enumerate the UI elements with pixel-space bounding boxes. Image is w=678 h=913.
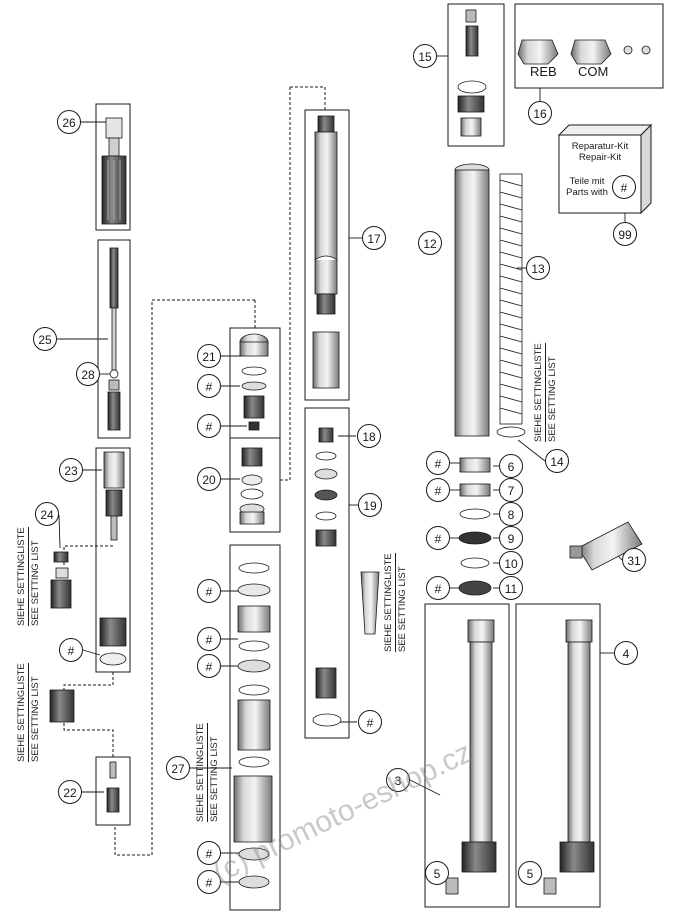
callout-28: 28 xyxy=(76,362,100,386)
part-seals-6-11 xyxy=(458,457,492,596)
frame-15 xyxy=(447,3,505,147)
part-4-inner-tube-right xyxy=(543,619,595,895)
variant-com-label: COM xyxy=(578,64,609,79)
callout-18: 18 xyxy=(357,424,381,448)
callout-3: 3 xyxy=(386,768,410,792)
part-23-24-assembly xyxy=(49,451,127,723)
part-27-piston-stack xyxy=(233,562,273,889)
callout-99: 99 xyxy=(613,222,637,246)
callout-16: 16 xyxy=(528,101,552,125)
callout-11: 11 xyxy=(499,576,523,600)
part-17-cartridge-tube xyxy=(312,115,340,389)
frame-18-19 xyxy=(304,407,350,739)
callout-22: 22 xyxy=(58,780,82,804)
setting-list-de: SIEHE SETTINGLISTE xyxy=(16,527,29,626)
repair-kit-parts-en: Parts with xyxy=(566,187,608,198)
part-22-valve xyxy=(106,761,120,813)
setting-list-note-22: SIEHE SETTINGLISTE SEE SETTING LIST xyxy=(16,663,41,762)
part-16-clickers xyxy=(517,39,651,65)
callout-13: 13 xyxy=(526,256,550,280)
callout-hash-7: # xyxy=(426,478,450,502)
frame-4 xyxy=(515,603,601,908)
part-18-19-stack xyxy=(312,427,380,727)
variant-reb-label: REB xyxy=(530,64,557,79)
callout-hash-9: # xyxy=(426,526,450,550)
callout-12: 12 xyxy=(418,231,442,255)
callout-hash-19: # xyxy=(358,710,382,734)
callout-7: 7 xyxy=(499,478,523,502)
setting-list-en: SEE SETTING LIST xyxy=(547,356,558,442)
callout-hash-27b: # xyxy=(197,627,221,651)
callout-hash-27d: # xyxy=(197,841,221,865)
repair-kit-label: Reparatur-Kit Repair-Kit xyxy=(561,141,639,163)
repair-kit-parts-de: Teile mit xyxy=(569,176,605,187)
setting-list-note-19: SIEHE SETTINGLISTE SEE SETTING LIST xyxy=(383,553,408,652)
part-26-compression-unit xyxy=(101,117,127,225)
repair-kit-parts: Teile mit Parts with xyxy=(563,176,611,198)
frame-3 xyxy=(424,603,510,908)
callout-31: 31 xyxy=(622,548,646,572)
frame-16 xyxy=(514,3,664,89)
callout-20: 20 xyxy=(197,467,221,491)
part-3-inner-tube-left xyxy=(445,619,497,895)
setting-list-de: SIEHE SETTINGLISTE xyxy=(195,723,208,822)
callout-hash-27e: # xyxy=(197,870,221,894)
callout-9: 9 xyxy=(499,526,523,550)
setting-list-de: SIEHE SETTINGLISTE xyxy=(16,663,29,762)
setting-list-en: SEE SETTING LIST xyxy=(397,566,408,652)
setting-list-note-13: SIEHE SETTINGLISTE SEE SETTING LIST xyxy=(533,343,558,442)
callout-14: 14 xyxy=(545,449,569,473)
setting-list-en: SEE SETTING LIST xyxy=(30,540,41,626)
setting-list-de: SIEHE SETTINGLISTE xyxy=(383,553,396,652)
callout-4: 4 xyxy=(614,641,638,665)
part-12-outer-tube xyxy=(454,163,490,437)
callout-8: 8 xyxy=(499,502,523,526)
callout-17: 17 xyxy=(362,226,386,250)
part-25-damper-rod xyxy=(107,247,121,431)
setting-list-en: SEE SETTING LIST xyxy=(30,676,41,762)
repair-kit-box xyxy=(557,123,653,215)
callout-hash-6: # xyxy=(426,451,450,475)
callout-hash-21a: # xyxy=(197,374,221,398)
callout-hash-27c: # xyxy=(197,654,221,678)
callout-24: 24 xyxy=(35,502,59,526)
part-13-spring xyxy=(496,173,526,438)
frame-26 xyxy=(95,103,131,231)
callout-hash-11: # xyxy=(426,576,450,600)
callout-10: 10 xyxy=(499,551,523,575)
part-21-20-stack xyxy=(239,333,269,525)
callout-27: 27 xyxy=(166,756,190,780)
frame-20 xyxy=(229,437,281,533)
callout-15: 15 xyxy=(413,44,437,68)
callout-hash-21b: # xyxy=(197,414,221,438)
setting-list-de: SIEHE SETTINGLISTE xyxy=(533,343,546,442)
callout-hash-23: # xyxy=(59,638,83,662)
frame-17 xyxy=(304,109,350,401)
repair-kit-title-de: Reparatur-Kit xyxy=(571,141,629,152)
repair-kit-title-en: Repair-Kit xyxy=(578,152,622,163)
setting-list-note-27: SIEHE SETTINGLISTE SEE SETTING LIST xyxy=(195,723,220,822)
repair-kit-hash-symbol: # xyxy=(612,175,636,199)
setting-list-note-24: SIEHE SETTINGLISTE SEE SETTING LIST xyxy=(16,527,41,626)
callout-26: 26 xyxy=(57,110,81,134)
callout-hash-27a: # xyxy=(197,579,221,603)
setting-list-en: SEE SETTING LIST xyxy=(209,736,220,822)
part-15-screw-cap xyxy=(457,9,487,137)
callout-25: 25 xyxy=(33,327,57,351)
callout-23: 23 xyxy=(59,458,83,482)
callout-19: 19 xyxy=(358,493,382,517)
callout-5-left: 5 xyxy=(425,861,449,885)
callout-5-right: 5 xyxy=(518,861,542,885)
frame-27 xyxy=(229,544,281,911)
callout-6: 6 xyxy=(499,454,523,478)
part-31-grease-tube xyxy=(569,521,643,571)
callout-21: 21 xyxy=(197,344,221,368)
